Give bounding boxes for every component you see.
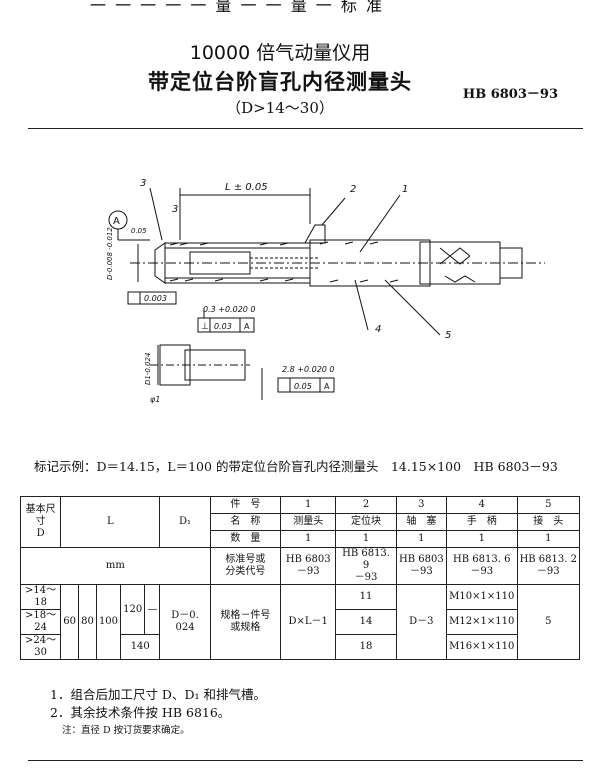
dim-l: L ± 0.05: [225, 182, 268, 193]
tol-runout: 0.05: [131, 227, 147, 235]
row-std-label: 标准号或分类代号: [209, 547, 282, 585]
note-1: 1．组合后加工尺寸 D、D₁ 和排气槽。: [50, 687, 266, 702]
footer-rule: [28, 760, 583, 761]
callout-4: 4: [375, 324, 381, 335]
step2-dim: 2.8 +0.020 0: [282, 365, 335, 374]
technical-drawing: 3 3 2 1 4 5 A L ± 0.05 0.05 D-0.008 -0.0…: [106, 178, 545, 404]
range-row-3: >24～30: [19, 634, 62, 660]
d1-dim: D1-0.024: [144, 353, 152, 385]
row-qty-label: 数 量: [209, 530, 282, 548]
dim-d: D-0.008 -0.012: [106, 227, 114, 280]
perp-datum: A: [244, 322, 250, 331]
callout-1: 1: [402, 184, 408, 195]
row-name-label: 名 称: [209, 513, 282, 531]
header-top-fragment: 一 一 一 一 一 量 一 一 量 一 标 准: [90, 0, 384, 15]
title-line-3: （D>14～30）: [226, 99, 334, 117]
range-row-2: >18～24: [19, 609, 62, 635]
flatness-value: 0.003: [144, 294, 167, 303]
datum-a: A: [113, 216, 120, 227]
callout-5: 5: [445, 330, 451, 341]
sym-value: 0.05: [294, 382, 312, 391]
callout-3: 3: [140, 178, 146, 189]
perp-value: 0.03: [214, 322, 232, 331]
sym-datum: A: [324, 382, 330, 391]
range-row-1: >14～18: [19, 584, 62, 610]
callout-3b: 3: [172, 204, 178, 215]
step-dim: 0.3 +0.020 0: [203, 305, 256, 314]
row-piece-label: 件 号: [209, 496, 282, 514]
title-line-2: 带定位台阶盲孔内径测量头: [148, 70, 412, 94]
title-line-1: 10000 倍气动量仪用: [189, 42, 371, 64]
standard-number: HB 6803－93: [462, 87, 558, 102]
unit-mm: mm: [20, 547, 211, 585]
perp-symbol: ⊥: [201, 322, 209, 332]
header-l: L: [60, 496, 161, 548]
row-spec-label: 规格－件号或规格: [209, 584, 282, 660]
header-rule: [28, 128, 583, 129]
marking-example: 标记示例：D＝14.15，L＝100 的带定位台阶盲孔内径测量头 14.15×1…: [34, 459, 558, 474]
phi-label: φ1: [150, 395, 160, 404]
footnote: 注：直径 D 按订货要求确定。: [62, 725, 190, 736]
callout-2: 2: [350, 184, 356, 195]
note-2: 2．其余技术条件按 HB 6816。: [50, 705, 231, 720]
header-d1: D₁: [159, 496, 211, 548]
